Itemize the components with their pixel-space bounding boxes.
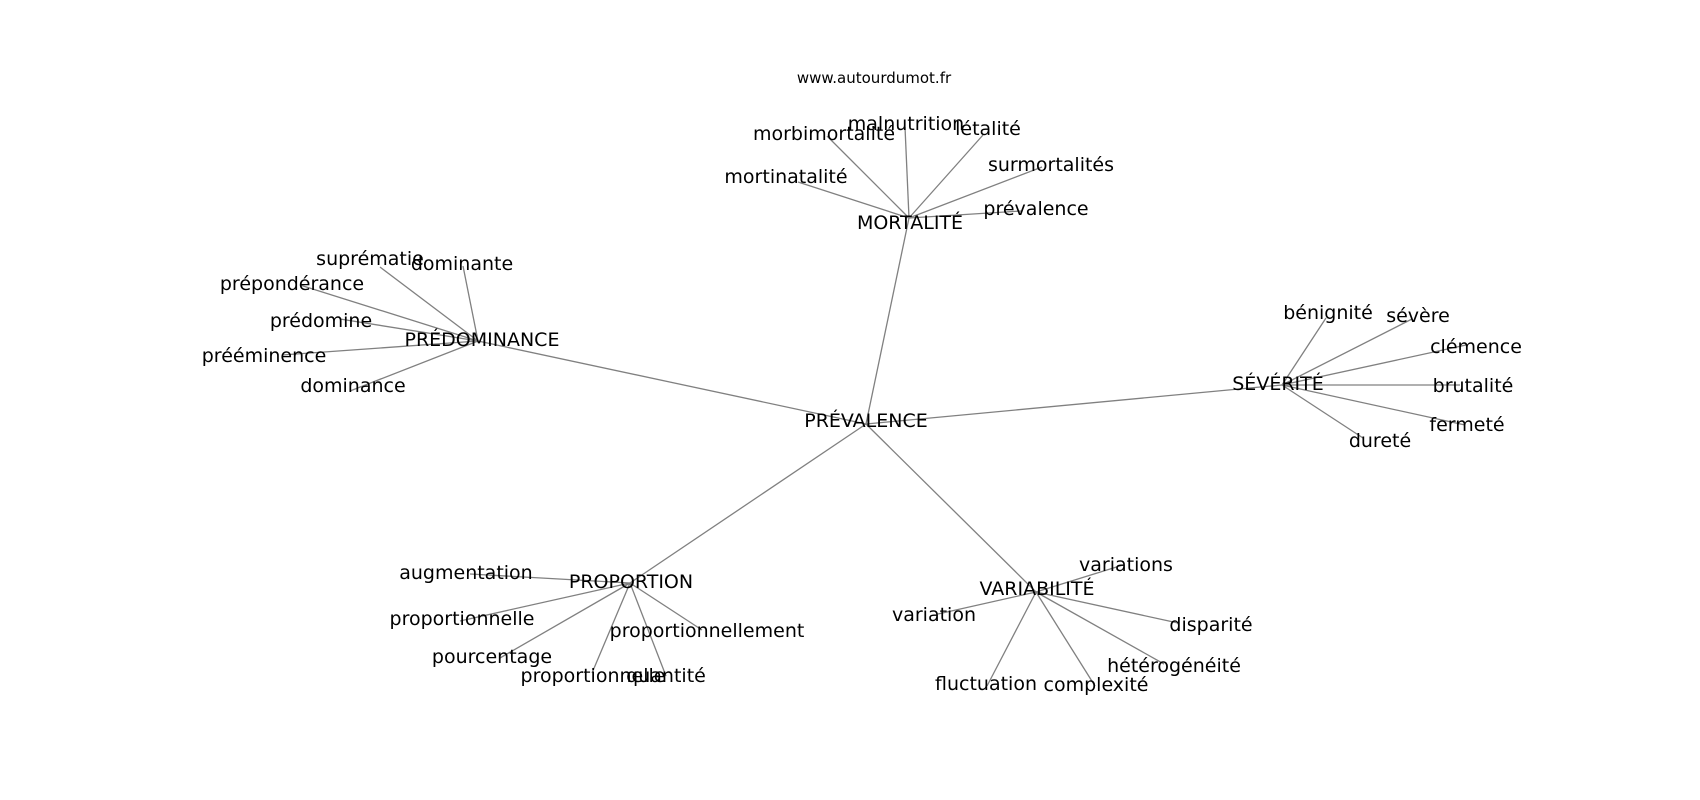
leaf-node-label[interactable]: suprématie (316, 248, 424, 270)
hub-node-label[interactable]: PRÉDOMINANCE (405, 328, 560, 351)
edge-mortalite-letalite (908, 134, 984, 219)
edge-variabilite-variations (1035, 564, 1124, 593)
leaf-node-label[interactable]: complexité (1044, 674, 1149, 696)
leaf-node-label[interactable]: prédomine (270, 310, 372, 332)
leaf-node-label[interactable]: brutalité (1433, 375, 1514, 397)
edge-center-proportion (629, 423, 867, 584)
edge-severite-durete (1281, 384, 1364, 439)
hub-node-label[interactable]: SÉVÉRITÉ (1232, 372, 1323, 395)
edge-variabilite-complexite (1035, 591, 1096, 687)
edge-mortalite-prevalence (908, 210, 1022, 219)
edge-center-mortalite (865, 217, 910, 425)
edge-proportion-quantite (629, 582, 667, 677)
edge-severite-severe (1281, 318, 1413, 386)
leaf-node-label[interactable]: proportionnelle (390, 608, 535, 630)
leaf-node-label[interactable]: létalité (955, 118, 1021, 140)
leaf-node-label[interactable]: fermeté (1429, 414, 1504, 436)
leaf-node-label[interactable]: variations (1079, 554, 1173, 576)
center-node-label[interactable]: PRÉVALENCE (804, 409, 928, 432)
edge-center-severite (865, 384, 1283, 425)
leaf-node-label[interactable]: clémence (1430, 336, 1522, 358)
edge-variabilite-heterogeneite (1035, 591, 1165, 665)
leaf-node-label[interactable]: prévalence (983, 198, 1088, 220)
leaf-node-label[interactable]: surmortalités (988, 154, 1114, 176)
watermark: www.autourdumot.fr (797, 69, 952, 87)
edge-variabilite-variation (937, 591, 1037, 615)
leaf-node-label[interactable]: augmentation (399, 562, 532, 584)
edge-severite-fermete (1281, 384, 1466, 426)
edge-mortalite-malnutrition (904, 126, 910, 219)
leaf-node-label[interactable]: proportionnellement (610, 620, 805, 642)
leaf-node-label[interactable]: dominance (300, 375, 405, 397)
leaf-node-label[interactable]: mortinatalité (724, 166, 847, 188)
edge-proportion-augmentation (469, 573, 631, 584)
leaf-node-label[interactable]: fluctuation (935, 673, 1037, 695)
leaf-node-label[interactable]: prééminence (202, 345, 327, 367)
leaf-node-label[interactable]: pourcentage (432, 646, 552, 668)
leaf-node-label[interactable]: dureté (1349, 430, 1411, 452)
edge-variabilite-disparite (1035, 591, 1179, 624)
leaf-node-label[interactable]: quantité (626, 665, 706, 687)
edge-predominance-predomine (339, 318, 479, 342)
leaf-node-label[interactable]: proportionnelle (521, 665, 666, 687)
hub-node-label[interactable]: MORTALITÉ (857, 211, 963, 234)
edges-layer (281, 126, 1467, 687)
edge-predominance-preeminence (281, 340, 479, 356)
edge-predominance-dominance (349, 340, 479, 392)
edge-proportion-proportionnelle (591, 582, 631, 674)
edge-mortalite-surmortalites (908, 166, 1043, 219)
edge-predominance-suprematie (379, 266, 479, 342)
hub-node-label[interactable]: PROPORTION (569, 571, 693, 593)
edge-mortalite-mortinatalite (797, 181, 910, 219)
edge-variabilite-fluctuation (986, 591, 1037, 687)
edge-severite-benignite (1281, 317, 1327, 386)
edge-center-variabilite (865, 423, 1037, 593)
leaf-node-label[interactable]: sévère (1386, 305, 1450, 327)
edge-predominance-dominante (462, 265, 479, 342)
leaf-node-label[interactable]: malnutrition (848, 113, 964, 135)
leaf-node-label[interactable]: variation (892, 604, 976, 626)
leaf-node-label[interactable]: dominante (411, 253, 513, 275)
hub-node-label[interactable]: VARIABILITÉ (979, 577, 1094, 600)
leaf-node-label[interactable]: prépondérance (220, 273, 364, 295)
leaf-node-label[interactable]: bénignité (1283, 302, 1373, 324)
leaf-node-label[interactable]: disparité (1169, 614, 1252, 636)
edge-predominance-preponderance (299, 284, 479, 342)
edge-center-predominance (477, 340, 867, 425)
edge-severite-clemence (1281, 344, 1467, 386)
edge-proportion-pourcentage (499, 582, 631, 659)
leaf-node-label[interactable]: hétérogénéité (1107, 655, 1241, 677)
edge-proportion-proportionnelle (459, 582, 631, 622)
edge-mortalite-morbimortalite (826, 135, 910, 219)
edge-proportion-proportionnellement (629, 582, 703, 631)
leaf-node-label[interactable]: morbimortalité (753, 123, 895, 145)
labels-layer: PRÉVALENCE MORTALITÉ malnutritionmorbimort… (202, 113, 1522, 696)
